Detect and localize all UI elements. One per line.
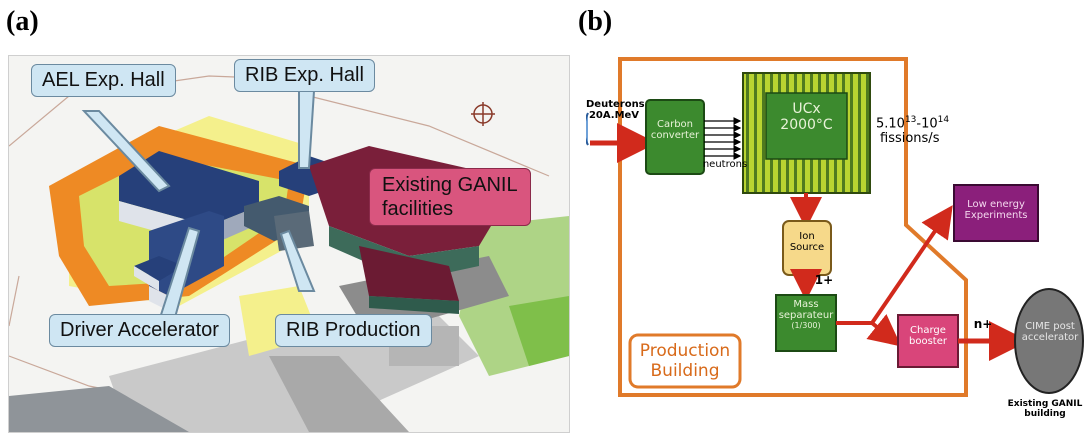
low-energy-line1: Low energy xyxy=(967,199,1025,210)
low-energy-experiments-box xyxy=(953,184,1039,242)
cime-post-accelerator xyxy=(1014,288,1084,394)
panel-b-label: (b) xyxy=(578,6,613,37)
production-scheme-panel: Deuterons 20A.MeV Carbon converter neutr… xyxy=(586,55,1084,431)
mass-line2: separateur xyxy=(778,310,834,321)
existing-line1: Existing GANIL xyxy=(1007,399,1083,409)
production-scheme-drawing xyxy=(586,57,1084,397)
production-line2: Building xyxy=(650,361,720,381)
charge-nplus-label: n+ xyxy=(973,317,993,331)
fission-unit: fissions/s xyxy=(880,131,940,147)
fission-rate-label: 5.1013-1014 fissions/s xyxy=(876,115,976,146)
charge-booster-box xyxy=(897,314,959,368)
production-building-label-box xyxy=(628,333,742,389)
charge-booster-line2: booster xyxy=(909,336,947,347)
carbon-line1: Carbon xyxy=(656,119,694,130)
existing-line2: building xyxy=(1024,409,1066,419)
site-plan-panel: AEL Exp. Hall RIB Exp. Hall Existing GAN… xyxy=(8,55,570,433)
neutrons-label: neutrons xyxy=(702,159,748,170)
cime-line1: CIME post xyxy=(1025,321,1075,332)
callout-driver-accelerator: Driver Accelerator xyxy=(49,314,230,347)
carbon-converter-box xyxy=(645,99,705,175)
callout-rib-production: RIB Production xyxy=(275,314,432,347)
ion-source-label: Ion Source xyxy=(783,231,831,253)
ucx-label: UCx 2000°C xyxy=(766,101,847,133)
mass-line3: (1/300) xyxy=(791,321,821,330)
deuterons-label: Deuterons 20A.MeV xyxy=(586,99,645,121)
mass-line1: Mass xyxy=(793,299,819,310)
carbon-converter-label: Carbon converter xyxy=(646,119,704,141)
callout-ael-exp-hall: AEL Exp. Hall xyxy=(31,64,176,97)
charge-1plus-label: 1+ xyxy=(814,273,834,287)
charge-booster-label: Charge booster xyxy=(898,325,958,347)
fission-exp1: 13 xyxy=(904,115,917,125)
fission-rate-value: 5.1013-1014 xyxy=(876,115,976,131)
production-building-outline xyxy=(618,57,968,397)
carbon-line2: converter xyxy=(650,130,700,141)
deuterons-line2: 20A.MeV xyxy=(588,110,640,121)
charge-booster-line1: Charge xyxy=(910,325,946,336)
panel-a-label: (a) xyxy=(6,6,39,37)
ion-source-line1: Ion xyxy=(799,231,815,242)
production-building-label: Production Building xyxy=(630,341,740,381)
callout-existing-ganil-line2: facilities xyxy=(382,198,454,220)
existing-ganil-building-label: Existing GANIL building xyxy=(1006,399,1084,419)
ion-source-line2: Source xyxy=(789,242,825,253)
low-energy-line2: Experiments xyxy=(964,210,1028,221)
callout-existing-ganil-line1: Existing GANIL xyxy=(382,174,518,196)
ucx-text: UCx xyxy=(792,101,821,117)
low-energy-label: Low energy Experiments xyxy=(954,199,1038,221)
callout-rib-exp-hall: RIB Exp. Hall xyxy=(234,59,375,92)
mass-separator-box xyxy=(775,294,837,352)
site-plan-drawing xyxy=(9,75,569,432)
deuterons-line1: Deuterons xyxy=(586,99,645,110)
callout-existing-ganil: Existing GANIL facilities xyxy=(369,168,531,226)
fission-base: 5.10 xyxy=(876,116,905,132)
cime-label: CIME post accelerator xyxy=(1017,321,1083,343)
cime-line2: accelerator xyxy=(1021,332,1079,343)
temperature-text: 2000°C xyxy=(780,117,833,133)
production-line1: Production xyxy=(639,341,731,361)
fission-dash: -10 xyxy=(916,116,938,132)
mass-separator-label: Mass separateur (1/300) xyxy=(776,299,836,330)
fission-exp2: 14 xyxy=(937,115,950,125)
